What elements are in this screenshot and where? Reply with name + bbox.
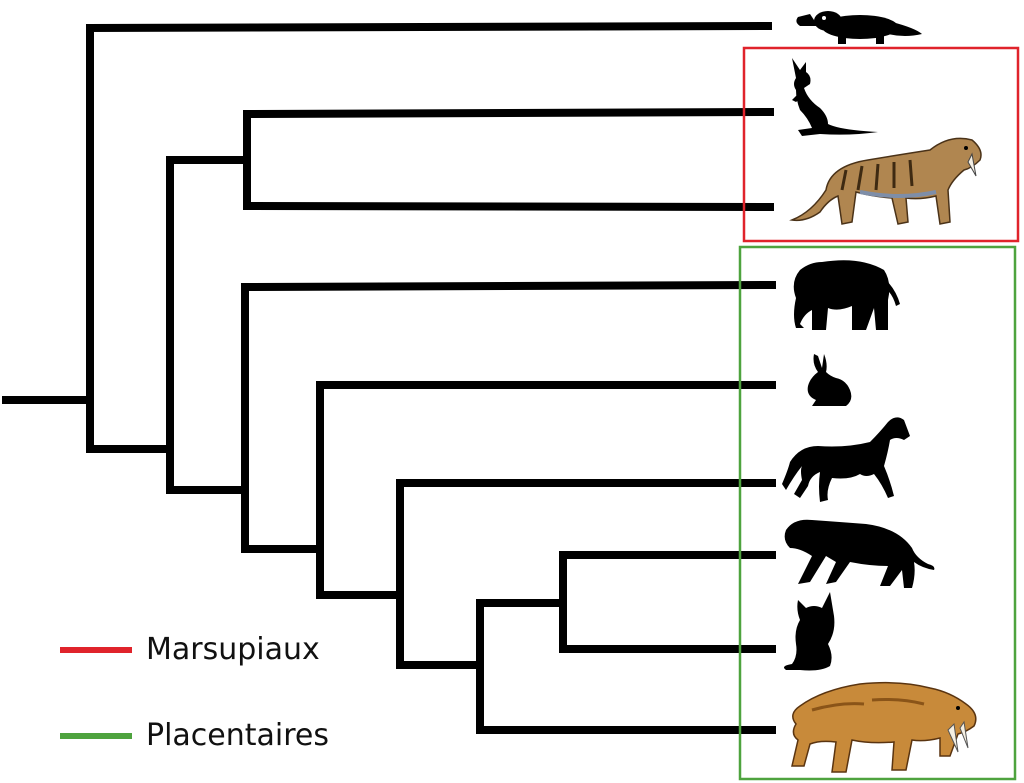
rabbit-icon (808, 354, 852, 406)
elephant-icon (794, 260, 900, 330)
smilodon-icon (792, 683, 976, 772)
kangaroo-icon (792, 58, 878, 136)
legend-placentals: Placentaires (60, 718, 329, 753)
legend-swatch-marsupials (60, 647, 132, 653)
tiger-icon (785, 520, 935, 588)
tree-branches (6, 26, 772, 730)
horse-icon (782, 417, 910, 502)
legend-label-marsupials: Marsupiaux (146, 632, 320, 667)
thylacosmilus-icon (792, 138, 981, 224)
legend-swatch-placentals (60, 733, 132, 739)
platypus-icon (796, 11, 922, 44)
legend-label-placentals: Placentaires (146, 718, 329, 753)
cat-icon (784, 592, 834, 671)
legend-marsupials: Marsupiaux (60, 632, 320, 667)
